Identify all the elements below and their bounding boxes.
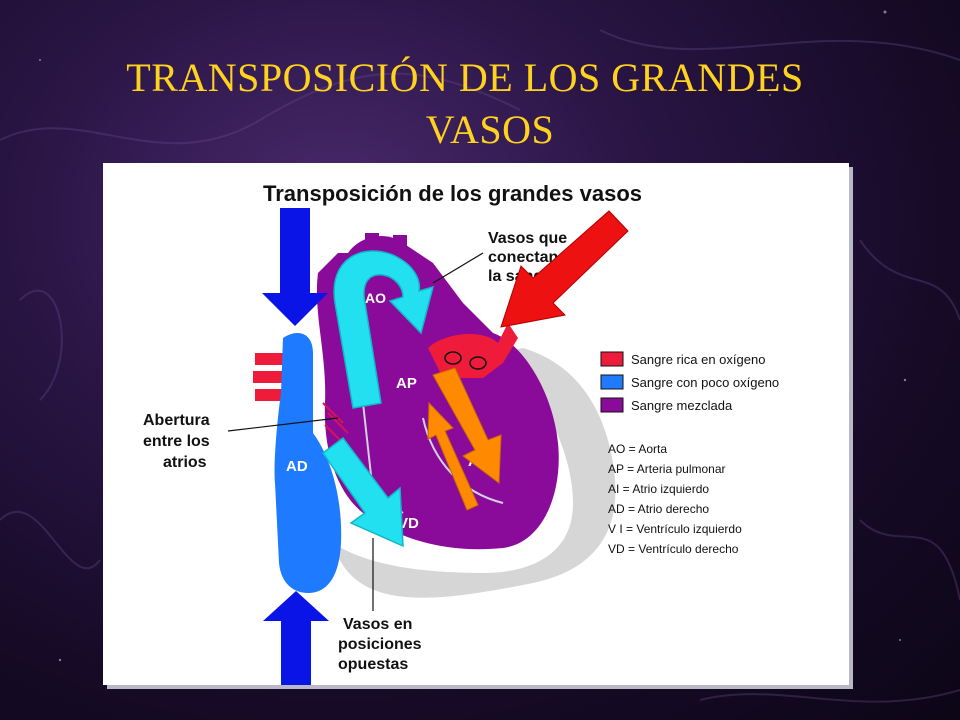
orange-up-arrow-icon: [427, 401, 479, 511]
abbrev-vi: V I = Ventrículo izquierdo: [608, 522, 742, 536]
callout-vessels-2: conectan: [488, 249, 558, 266]
heart-outer-wall: [333, 348, 616, 598]
figure-heading: Transposición de los grandes vasos: [263, 181, 642, 206]
abbrev-vd: VD = Ventrículo derecho: [608, 542, 739, 556]
abbrev-ao: AO = Aorta: [608, 442, 667, 456]
cyan-diagonal-arrow-icon: [321, 436, 404, 548]
callout-opening-3: atrios: [163, 454, 207, 471]
callout-opening-2: entre los: [143, 433, 210, 450]
legend-swatch-oxygen-rich: [600, 351, 624, 367]
callout-opening-1: Abertura: [143, 412, 210, 429]
vein-ring-1: [444, 351, 462, 365]
blue-down-arrow-icon: [262, 208, 328, 326]
abbreviation-list: AO = Aorta AP = Arteria pulmonar AI = At…: [608, 442, 742, 556]
red-arrow-icon: [500, 210, 629, 328]
callout-line-opening: [227, 417, 339, 432]
slide-title: TRANSPOSICIÓN DE LOS GRANDES VASOS: [0, 52, 960, 156]
right-atrium-vena-cava: [274, 333, 342, 593]
orange-down-arrow-icon: [432, 367, 502, 484]
callout-line-vessels: [432, 252, 484, 284]
heart-diagram-figure: Transposición de los grandes vasos: [103, 163, 849, 685]
slide-title-line-2: VASOS: [425, 107, 555, 152]
callout-opposite-3: opuestas: [338, 656, 408, 673]
legend-swatch-low-oxygen: [600, 374, 624, 390]
legend-label-oxygen-rich: Sangre rica en oxígeno: [631, 352, 765, 367]
callout-opposite-1: Vasos en: [343, 616, 412, 633]
legend: Sangre rica en oxígeno Sangre con poco o…: [600, 351, 779, 413]
label-vd: VD: [398, 515, 419, 532]
cyan-curved-arrow-icon: [333, 250, 435, 409]
abbrev-ai: AI = Atrio izquierdo: [608, 482, 709, 496]
abbrev-ad: AD = Atrio derecho: [608, 502, 709, 516]
label-ap: AP: [396, 375, 417, 392]
slide-title-line-1: TRANSPOSICIÓN DE LOS GRANDES: [126, 55, 804, 100]
abbrev-ap: AP = Arteria pulmonar: [608, 462, 726, 476]
legend-label-low-oxygen: Sangre con poco oxígeno: [631, 375, 779, 390]
callout-opposite-2: posiciones: [338, 636, 422, 653]
label-ao: AO: [365, 290, 386, 306]
blue-up-arrow-icon: [263, 591, 329, 685]
vein-ring-2: [469, 356, 487, 370]
label-ad: AD: [286, 458, 308, 475]
legend-swatch-mixed: [600, 397, 624, 413]
callout-vessels-1: Vasos que: [488, 230, 567, 247]
legend-label-mixed: Sangre mezclada: [631, 398, 733, 413]
